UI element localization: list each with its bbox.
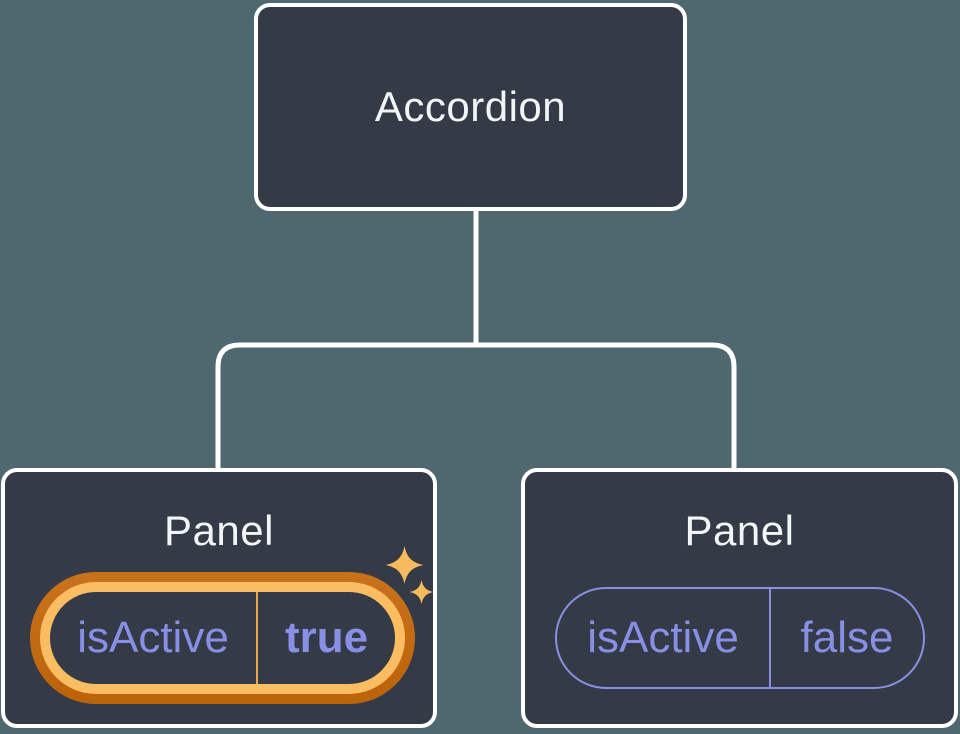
node-accordion: Accordion [254, 3, 687, 211]
state-pill-inactive: isActive false [555, 587, 925, 689]
state-name: isActive [587, 613, 739, 662]
node-label: Panel [164, 507, 274, 554]
node-label: Accordion [374, 83, 567, 130]
state-value-cell: true [258, 592, 395, 684]
node-panel-active: Panel isActive true [1, 468, 437, 728]
state-pill-active: isActive true [30, 572, 415, 704]
state-name: isActive [77, 613, 229, 662]
state-pill-gold-ring: isActive true [40, 582, 405, 694]
node-panel-inactive: Panel isActive false [521, 468, 958, 728]
connector-branch [215, 342, 737, 470]
state-value-cell: false [771, 589, 923, 687]
state-pill-body: isActive true [50, 592, 395, 684]
state-name-cell: isActive [557, 589, 771, 687]
state-value: true [284, 613, 369, 662]
state-name-cell: isActive [50, 592, 258, 684]
state-value: false [800, 613, 894, 662]
node-label: Panel [684, 507, 795, 554]
